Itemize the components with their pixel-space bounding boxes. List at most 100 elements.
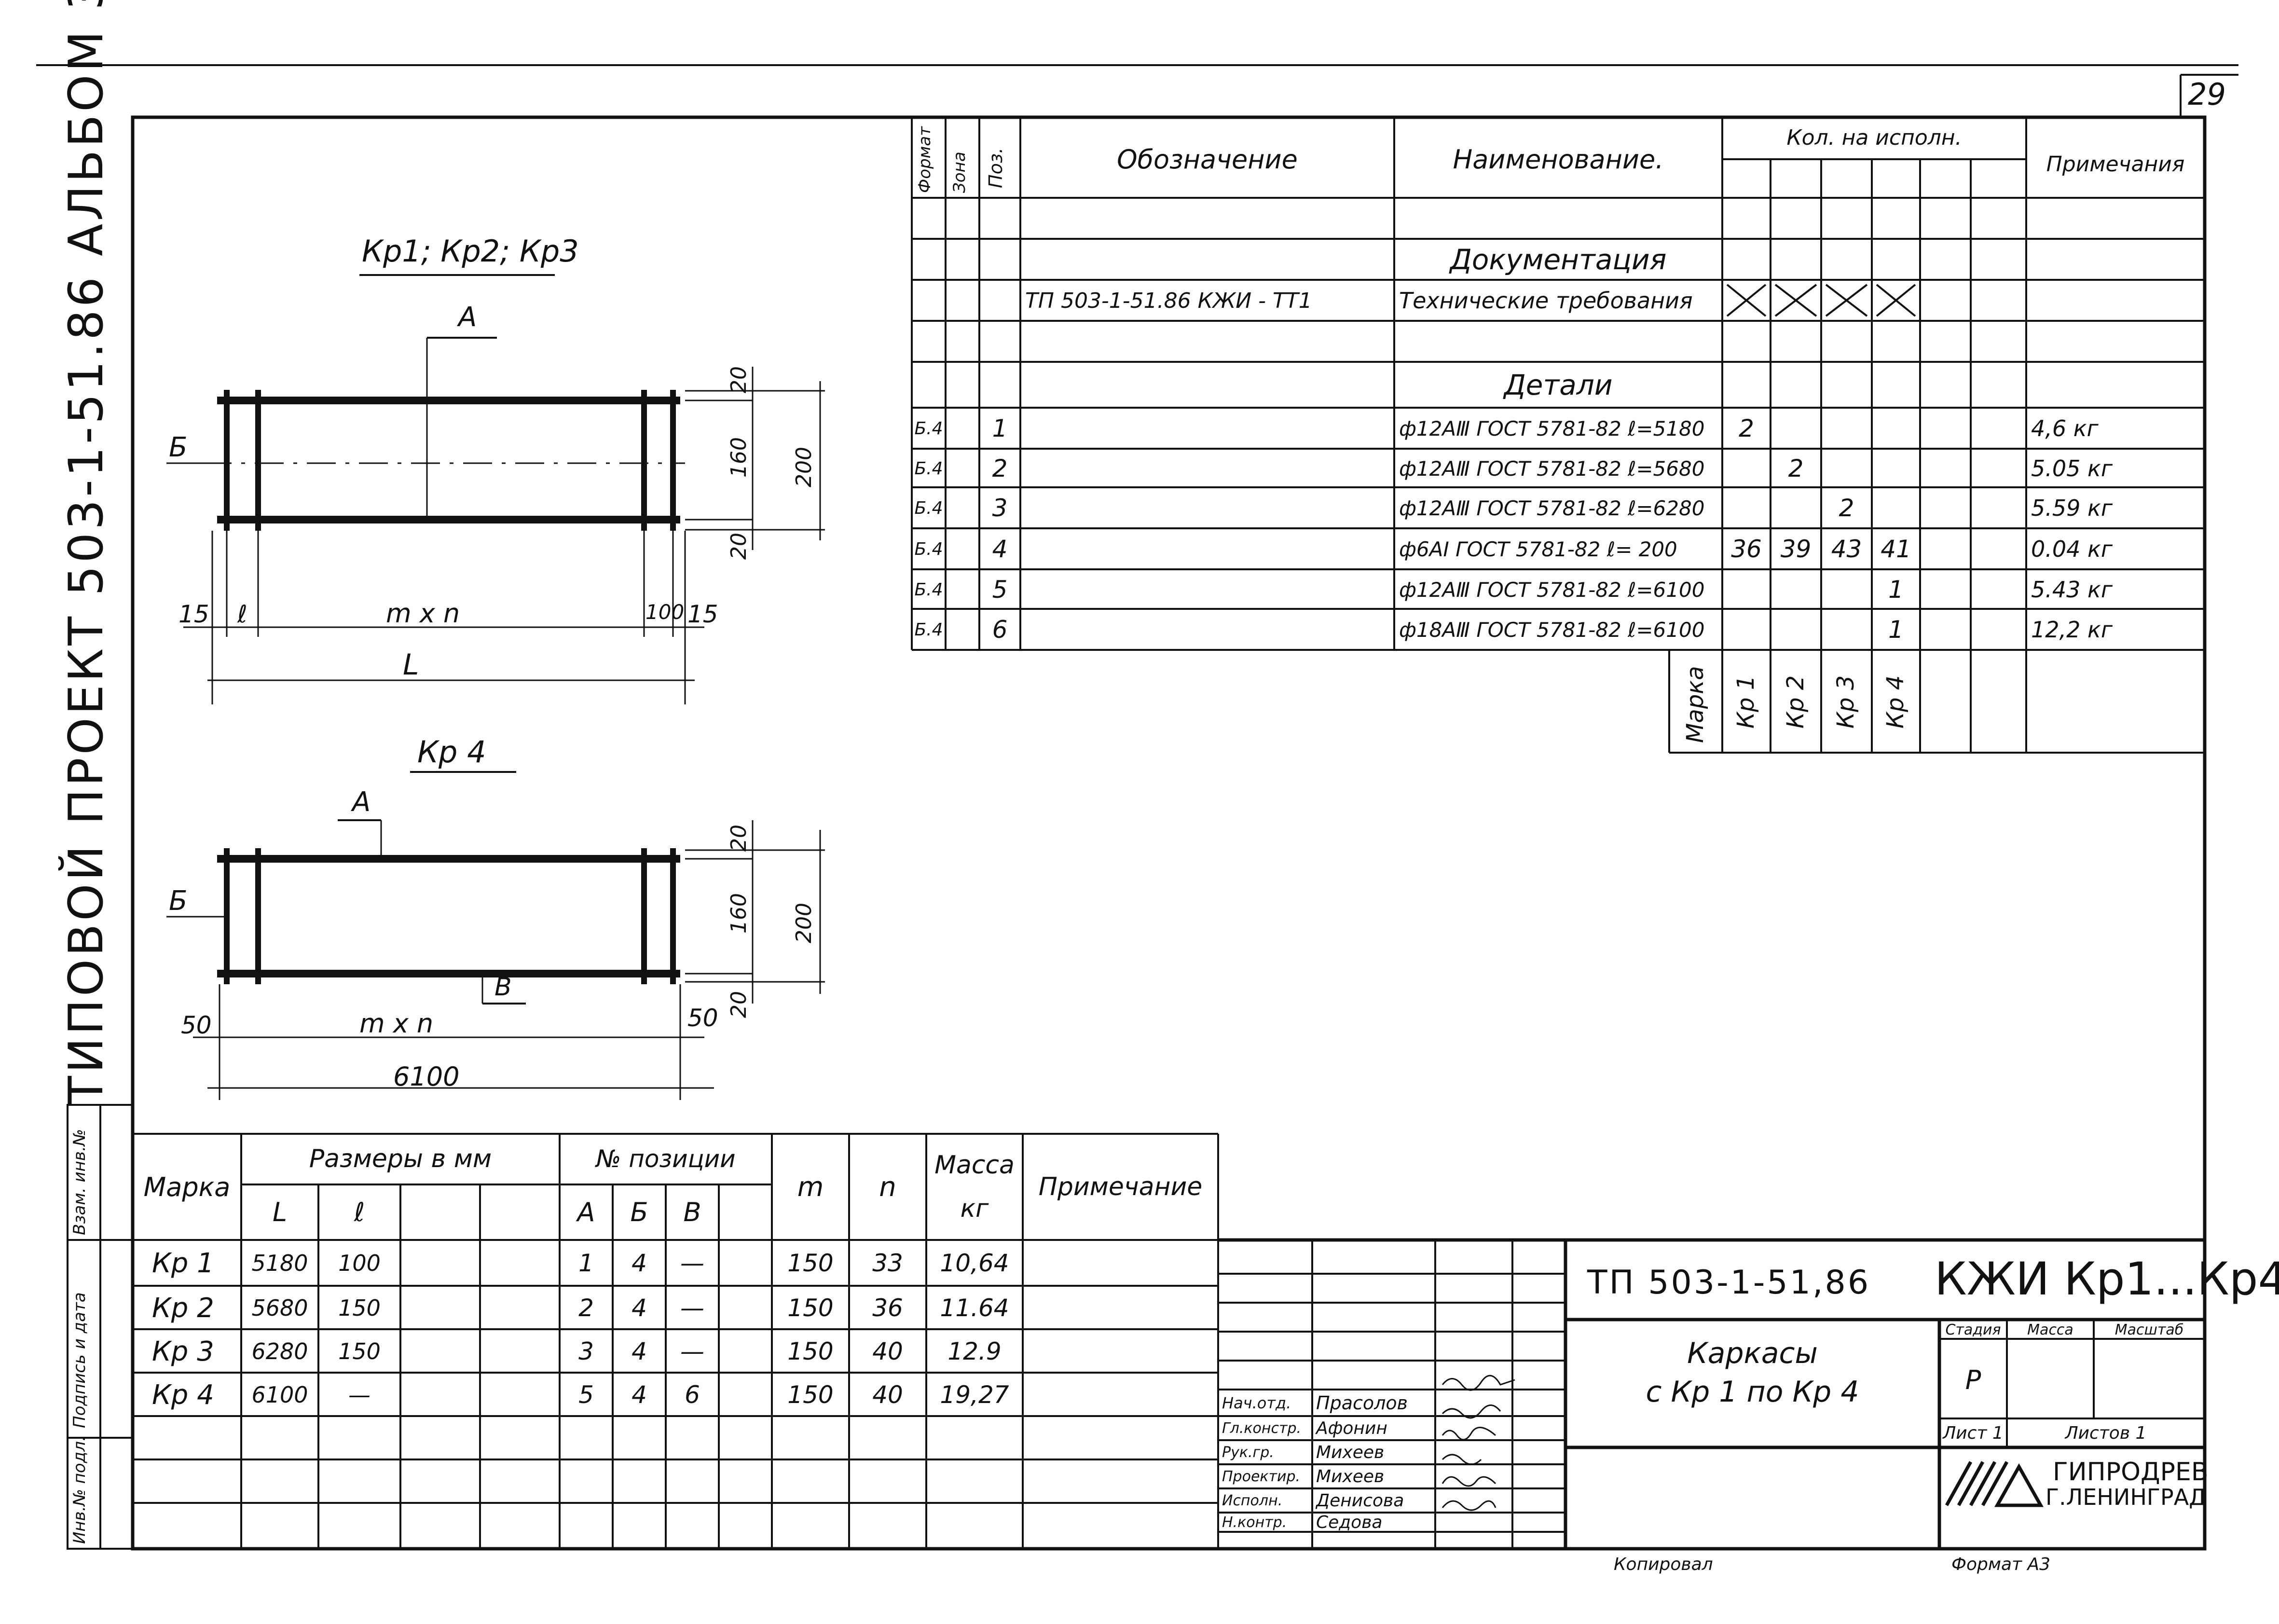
spec-qty-kr1: 36	[1731, 535, 1762, 563]
spec-pos: 5	[992, 576, 1008, 604]
dims-n: 40	[872, 1337, 903, 1365]
spec-qty-kr1: 2	[1739, 414, 1754, 442]
spec-qty-kr3: 2	[1839, 494, 1854, 522]
dims-mass: 12.9	[947, 1337, 1002, 1365]
dim-mxn-2: m x n	[359, 1008, 434, 1039]
dims-n: 36	[872, 1294, 903, 1322]
spec-header-zone: Зона	[950, 151, 969, 193]
spec-format: Б.4	[914, 619, 943, 640]
dims-A: 2	[578, 1294, 594, 1322]
dims-header-l: ℓ	[354, 1197, 365, 1227]
dims-V: —	[680, 1249, 704, 1277]
spec-name: ф12АⅢ ГОСТ 5781-82 ℓ=5180	[1399, 416, 1705, 440]
spec-format: Б.4	[914, 539, 943, 559]
spec-pos: 3	[992, 494, 1008, 522]
section-mark-a: А	[458, 302, 477, 333]
title-line-1: Каркасы	[1687, 1336, 1818, 1370]
spec-name: ф12АⅢ ГОСТ 5781-82 ℓ=6100	[1399, 578, 1705, 602]
spec-qty-kr4: 1	[1888, 616, 1904, 644]
dims-B: 4	[632, 1294, 647, 1322]
spec-section-docs: Документация	[1450, 243, 1667, 276]
dim-50-left: 50	[181, 1011, 212, 1039]
dim-20-bottom: 20	[727, 533, 751, 560]
dim-200: 200	[792, 447, 816, 487]
dims-header-n: n	[879, 1171, 896, 1203]
copied-by: Копировал	[1614, 1555, 1713, 1574]
dims-A: 3	[578, 1337, 594, 1365]
dims-header-L: L	[272, 1197, 288, 1227]
section-mark-b: Б	[169, 432, 188, 463]
spec-note: 0.04 кг	[2031, 536, 2113, 562]
dims-n: 40	[872, 1381, 903, 1409]
dim-160-2: 160	[727, 893, 751, 934]
dims-L: 6100	[251, 1382, 308, 1408]
side-box-signature: Подпись и дата	[70, 1292, 89, 1428]
dims-l: 150	[338, 1338, 381, 1364]
paper-format: Формат А3	[1951, 1555, 2051, 1574]
dims-header-marka: Марка	[143, 1171, 231, 1202]
side-stamp: ТИПОВОЙ ПРОЕКТ 503-1-51.86 АЛЬБОМ 3	[59, 0, 114, 1105]
dims-L: 5180	[251, 1250, 308, 1276]
spec-format: Б.4	[914, 418, 943, 439]
spec-name: ф18АⅢ ГОСТ 5781-82 ℓ=6100	[1399, 618, 1705, 642]
spec-pos: 4	[992, 535, 1008, 563]
title-sheet-code: КЖИ Кр1...Кр4	[1935, 1253, 2279, 1306]
spec-qty-kr2: 39	[1780, 535, 1812, 563]
dims-header-m: m	[797, 1171, 824, 1203]
dim-100: 100	[645, 600, 685, 624]
title-stage-label: Стадия	[1945, 1321, 2001, 1338]
spec-header-name: Наименование.	[1453, 144, 1664, 175]
spec-pos: 1	[992, 414, 1008, 442]
role-person: Седова	[1316, 1513, 1383, 1532]
dims-header-sizes: Размеры в мм	[309, 1144, 492, 1173]
dims-L: 6280	[251, 1338, 308, 1364]
dims-A: 1	[578, 1249, 594, 1277]
dims-l: 100	[338, 1250, 381, 1276]
dim-160: 160	[727, 437, 751, 478]
role-title: Проектир.	[1222, 1468, 1301, 1485]
title-code: ТП 503-1-51,86	[1587, 1264, 1871, 1302]
dims-m: 150	[787, 1249, 834, 1277]
dims-marka: Кр 4	[152, 1379, 214, 1411]
giprodrev-logo-icon	[1945, 1461, 2044, 1507]
dim-l: ℓ	[237, 600, 247, 628]
dims-A: 5	[578, 1381, 594, 1409]
dims-L: 5680	[251, 1295, 308, 1321]
spec-note: 5.05 кг	[2031, 455, 2113, 482]
dims-n: 33	[872, 1249, 903, 1277]
title-stage: Р	[1965, 1364, 1981, 1395]
role-title: Н.контр.	[1222, 1514, 1287, 1531]
dims-V: —	[680, 1337, 704, 1365]
spec-qty-kr4: 1	[1888, 576, 1904, 604]
spec-name: ф12АⅢ ГОСТ 5781-82 ℓ=5680	[1399, 456, 1705, 481]
dim-50-right: 50	[687, 1004, 718, 1032]
dims-V: —	[680, 1294, 704, 1322]
spec-name: ф12АⅢ ГОСТ 5781-82 ℓ=6280	[1399, 496, 1705, 520]
dims-B: 4	[632, 1381, 647, 1409]
dim-6100: 6100	[393, 1061, 460, 1092]
dims-header-note: Примечание	[1038, 1172, 1203, 1201]
spec-mark-kr1: Кр 1	[1732, 675, 1759, 729]
section-mark-v: В	[494, 973, 512, 1002]
role-title: Гл.констр.	[1222, 1419, 1302, 1437]
title-scale-label: Масштаб	[2114, 1321, 2184, 1338]
spec-section-details: Детали	[1504, 369, 1613, 401]
dims-B: 4	[632, 1249, 647, 1277]
dims-mass: 19,27	[940, 1381, 1009, 1409]
dims-V: 6	[685, 1381, 700, 1409]
title-sheet: Лист 1	[1943, 1423, 2004, 1443]
dims-header-B: Б	[630, 1197, 648, 1227]
role-title: Нач.отд.	[1222, 1393, 1291, 1412]
dims-l: —	[348, 1382, 371, 1408]
dims-header-A: А	[577, 1197, 595, 1227]
dims-B: 4	[632, 1337, 647, 1365]
page-number: 29	[2188, 77, 2226, 112]
spec-header-note: Примечания	[2046, 151, 2185, 177]
spec-header-designation: Обозначение	[1117, 144, 1298, 175]
spec-name: ф6АI ГОСТ 5781-82 ℓ= 200	[1399, 537, 1677, 561]
spec-mark-kr2: Кр 2	[1782, 675, 1809, 729]
dim-20-bottom-2: 20	[727, 991, 751, 1018]
spec-pos: 6	[992, 616, 1008, 644]
spec-mark-kr4: Кр 4	[1882, 675, 1909, 729]
dims-header-mass: Масса	[934, 1151, 1015, 1180]
